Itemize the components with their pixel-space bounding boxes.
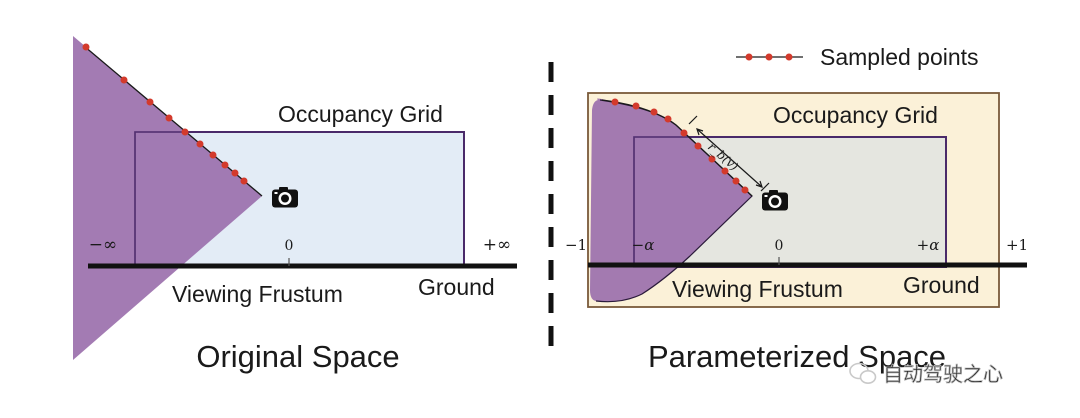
sample-point bbox=[708, 155, 716, 163]
left-tick-zero: 0 bbox=[285, 238, 294, 254]
right-tick-pos-alpha: +α bbox=[917, 236, 940, 254]
left-grid-label: Occupancy Grid bbox=[278, 101, 443, 127]
sample-point bbox=[741, 186, 749, 194]
sample-point bbox=[664, 115, 672, 123]
camera-icon bbox=[272, 187, 298, 208]
sample-point bbox=[146, 98, 154, 106]
sample-point bbox=[721, 167, 729, 175]
legend-point bbox=[745, 53, 753, 61]
sample-point bbox=[196, 140, 204, 148]
sample-point bbox=[165, 114, 173, 122]
distance-marker bbox=[688, 115, 770, 192]
sample-point bbox=[231, 169, 239, 177]
watermark: 自动驾驶之心 bbox=[849, 362, 1003, 386]
left-sampled-points bbox=[82, 43, 248, 185]
left-viewing-frustum bbox=[73, 36, 262, 360]
sample-point bbox=[221, 161, 229, 169]
legend: Sampled points bbox=[736, 44, 979, 70]
left-panel: −∞ 0 +∞ Occupancy Grid Viewing Frustum G… bbox=[73, 36, 517, 374]
right-viewing-frustum bbox=[590, 98, 752, 302]
right-tick-neg-one: −1 bbox=[565, 236, 587, 254]
left-frustum-label: Viewing Frustum bbox=[172, 281, 343, 307]
right-tick-pos-one: +1 bbox=[1006, 236, 1028, 254]
right-tick-neg-alpha: −α bbox=[632, 236, 655, 254]
sample-point bbox=[632, 102, 640, 110]
left-grid-edge-overlay bbox=[134, 131, 182, 265]
sample-point bbox=[209, 151, 217, 159]
legend-label: Sampled points bbox=[820, 44, 979, 70]
left-tick-neg-inf: −∞ bbox=[89, 235, 117, 255]
watermark-text: 自动驾驶之心 bbox=[883, 363, 1003, 386]
sample-point bbox=[650, 108, 658, 116]
right-frustum-label: Viewing Frustum bbox=[672, 276, 843, 302]
sample-point bbox=[611, 98, 619, 106]
sample-point bbox=[732, 177, 740, 185]
right-caption: Parameterized Space bbox=[648, 339, 946, 374]
sample-point bbox=[120, 76, 128, 84]
sample-point bbox=[694, 142, 702, 150]
camera-icon bbox=[762, 190, 788, 211]
sample-point bbox=[240, 177, 248, 185]
sample-point bbox=[680, 129, 688, 137]
sample-point bbox=[181, 128, 189, 136]
right-grid-label: Occupancy Grid bbox=[773, 102, 938, 128]
right-panel: r_b(v) −1 −α 0 +α +1 Occupancy Grid View… bbox=[565, 44, 1028, 374]
sample-point bbox=[82, 43, 90, 51]
left-tick-pos-inf: +∞ bbox=[483, 235, 511, 255]
right-ground-label: Ground bbox=[903, 272, 980, 298]
right-grid-edge-overlay bbox=[633, 136, 690, 266]
right-sampled-points bbox=[611, 98, 749, 194]
wechat-logo-icon bbox=[849, 362, 877, 384]
left-caption: Original Space bbox=[196, 339, 399, 374]
right-tick-zero: 0 bbox=[775, 238, 784, 254]
left-ground-label: Ground bbox=[418, 274, 495, 300]
legend-point bbox=[785, 53, 793, 61]
legend-point bbox=[765, 53, 773, 61]
